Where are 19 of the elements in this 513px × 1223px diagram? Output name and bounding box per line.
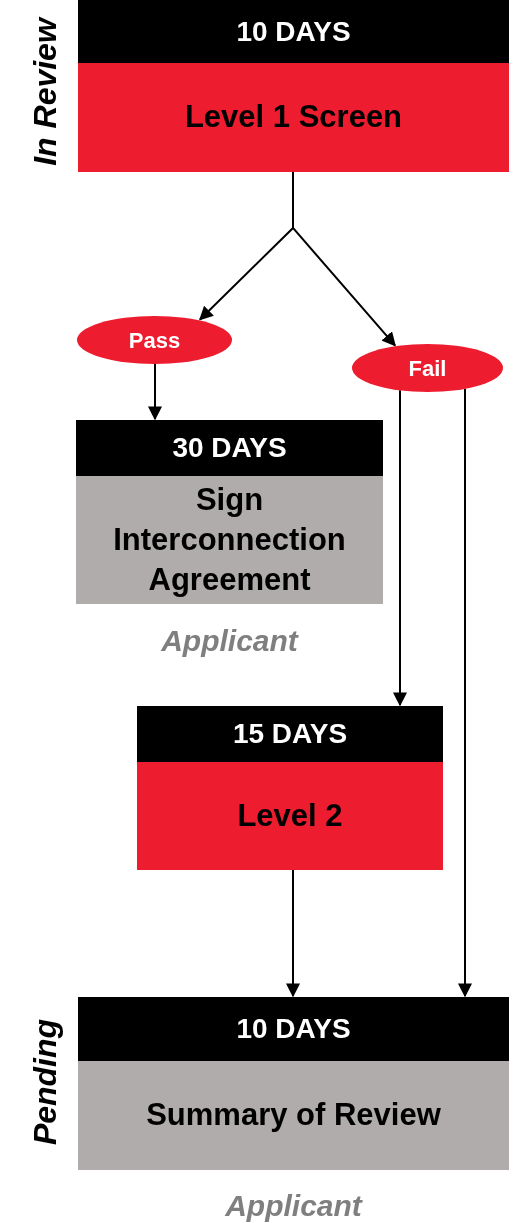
arrow bbox=[458, 387, 472, 998]
role-label: Applicant bbox=[161, 623, 298, 659]
process-title: Summary of Review bbox=[146, 1096, 441, 1135]
duration-header: 10 DAYS bbox=[78, 997, 509, 1061]
process-title: Level 1 Screen bbox=[184, 98, 403, 137]
process-title: Level 2 bbox=[237, 796, 343, 835]
arrow bbox=[148, 363, 162, 421]
duration-header: 10 DAYS bbox=[78, 0, 509, 63]
arrow bbox=[286, 869, 300, 998]
process-title: Sign Interconnection Agreement bbox=[112, 480, 347, 600]
decision-ellipse: Pass bbox=[77, 316, 232, 364]
decision-ellipse: Fail bbox=[352, 344, 503, 392]
duration-header: 30 DAYS bbox=[76, 420, 383, 476]
role-label: Applicant bbox=[225, 1188, 362, 1223]
duration-header: 15 DAYS bbox=[137, 706, 443, 762]
phase-label: Pending bbox=[26, 1018, 64, 1146]
arrow bbox=[393, 389, 407, 707]
phase-label: In Review bbox=[26, 18, 64, 166]
arrow bbox=[292, 171, 396, 347]
